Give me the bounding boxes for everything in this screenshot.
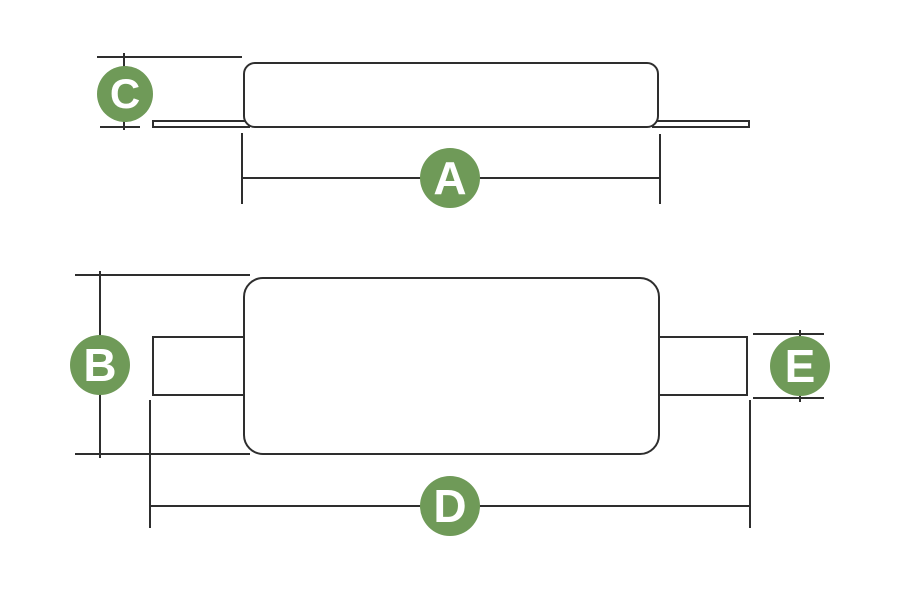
dim-badge-b: B — [70, 335, 130, 395]
dim-c-tick-bottom — [100, 126, 140, 128]
dim-d-ext-left — [149, 400, 151, 528]
dim-badge-c: C — [97, 66, 153, 122]
dim-label-e: E — [784, 340, 816, 392]
dim-label-a: A — [433, 152, 467, 204]
dim-label-c: C — [109, 70, 141, 117]
front-view-tab-left — [152, 336, 252, 396]
dim-d-ext-right — [749, 400, 751, 528]
dim-badge-a: A — [420, 148, 480, 208]
dim-a-ext-left — [241, 133, 243, 204]
dim-badge-d: D — [420, 476, 480, 536]
dim-badge-e: E — [770, 336, 830, 396]
side-view-body — [243, 62, 659, 128]
dim-a-ext-right — [659, 134, 661, 204]
front-view-tab-right — [648, 336, 748, 396]
front-view-body — [243, 277, 660, 455]
dim-c-tick-top — [97, 56, 242, 58]
dim-b-tick-bottom — [75, 453, 250, 455]
dim-label-b: B — [83, 339, 117, 391]
dim-label-d: D — [433, 480, 467, 532]
dim-e-tick-top — [753, 333, 824, 335]
dim-e-tick-bottom — [753, 397, 824, 399]
dim-b-tick-top — [75, 274, 250, 276]
